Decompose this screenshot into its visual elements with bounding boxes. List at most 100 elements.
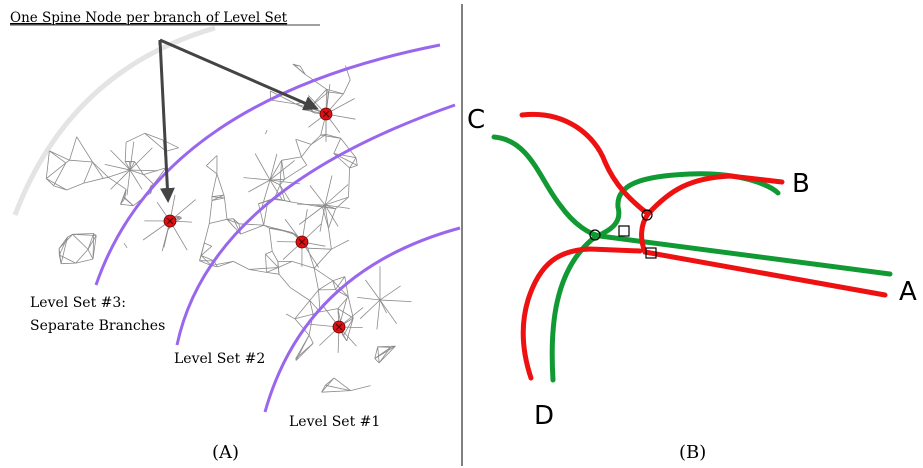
mesh-edge [153, 167, 167, 185]
mesh-edge [320, 134, 341, 139]
mesh-edge [238, 223, 264, 226]
mesh-edge [355, 157, 358, 166]
mesh-edge [110, 149, 131, 171]
mesh-edge [69, 136, 78, 161]
mesh-edge [309, 185, 326, 206]
mesh-edge [269, 179, 283, 200]
level-set-3-sublabel: Separate Branches [30, 318, 165, 334]
mesh-edge [349, 165, 358, 169]
mesh-edge [269, 160, 282, 181]
panel-b-caption: (B) [679, 442, 706, 463]
mesh-edge [103, 176, 109, 179]
mesh-edge [270, 99, 296, 105]
mesh-edge [58, 236, 68, 256]
mesh-edge [313, 268, 319, 290]
mesh-edge [201, 255, 215, 262]
mesh-edge [324, 175, 333, 206]
mesh-edge [46, 178, 54, 186]
mesh-edge [340, 138, 357, 158]
mesh-edge [240, 224, 264, 235]
mesh-edge [258, 203, 265, 226]
red-curve [520, 246, 643, 381]
mesh-edge [324, 184, 349, 206]
mesh-edge [377, 345, 396, 348]
mesh-edge [321, 390, 351, 393]
mesh-edge [265, 250, 273, 255]
mesh-edge [248, 269, 267, 273]
mesh-edge [75, 258, 94, 264]
mesh-edge [110, 169, 131, 190]
mesh-edge [310, 134, 327, 145]
mesh-edge [129, 169, 144, 175]
green-curve [491, 134, 893, 277]
mesh-edge [49, 150, 70, 161]
mesh-edge [344, 276, 349, 297]
mesh-edge [144, 132, 167, 152]
mesh-edge [123, 242, 128, 249]
mesh-edge [374, 346, 379, 359]
mesh-edge [260, 179, 271, 211]
red-curve [519, 111, 785, 218]
mesh-edge [45, 150, 50, 179]
mesh-edge [248, 267, 279, 270]
branch-label-d: D [534, 401, 554, 431]
mesh-edge [206, 155, 218, 166]
mesh-edge [92, 233, 95, 260]
mesh-edge [290, 287, 311, 301]
mesh-edge [324, 204, 350, 209]
mesh-edge [294, 300, 311, 320]
junction-square-marker [645, 247, 657, 259]
mesh-edge [226, 218, 234, 220]
mesh-edge [270, 90, 296, 105]
spine-node [319, 107, 333, 121]
mesh-edge [124, 161, 131, 171]
level-set-3-curve [94, 43, 441, 286]
mesh-edge [65, 159, 70, 164]
mesh-edge [224, 197, 228, 220]
mesh-edge [248, 179, 271, 193]
mesh-edge [284, 164, 307, 180]
mesh-edge [348, 167, 350, 198]
mesh-edge [66, 182, 84, 191]
spine-node [332, 320, 346, 334]
mesh-edge [294, 64, 301, 67]
mesh-edge [309, 300, 314, 315]
mesh-edge [69, 159, 93, 163]
arrow [159, 38, 319, 111]
mesh-edge [301, 156, 308, 166]
mesh-edge [53, 162, 67, 186]
mesh-edge [295, 139, 302, 158]
mesh-edge [295, 342, 314, 359]
mesh-edge [72, 234, 89, 250]
mesh-edge [233, 261, 250, 270]
mesh-edge [125, 132, 145, 143]
panel-a-caption: (A) [212, 442, 239, 463]
mesh-edge [243, 177, 271, 181]
mesh-edge [49, 150, 67, 164]
mesh-edge [321, 377, 335, 393]
mesh-edge [211, 194, 224, 198]
mesh-edge [217, 261, 234, 268]
mesh-edge [216, 173, 225, 196]
level-set-2-label: Level Set #2 [174, 351, 265, 367]
mesh-edge [376, 299, 381, 330]
panel-a: One Spine Node per branch of Level Set L… [10, 10, 461, 463]
level-set-2-curve [175, 103, 456, 346]
mesh-edge [53, 185, 67, 191]
mesh-edge [278, 261, 293, 268]
mesh-edge [319, 308, 338, 313]
mesh-edge [318, 280, 334, 291]
mesh-edge [295, 335, 310, 359]
mesh-edge [333, 377, 351, 391]
mesh-edge [265, 253, 279, 268]
mesh-edge [211, 261, 234, 266]
mesh-edge [313, 248, 332, 269]
mesh-edge [209, 218, 228, 224]
mesh-edge [359, 299, 381, 320]
mesh-edge [123, 196, 134, 206]
mesh-edge [129, 141, 135, 171]
mesh-edge [58, 254, 62, 264]
mesh-edge [72, 233, 94, 235]
mesh-edge [143, 167, 167, 175]
